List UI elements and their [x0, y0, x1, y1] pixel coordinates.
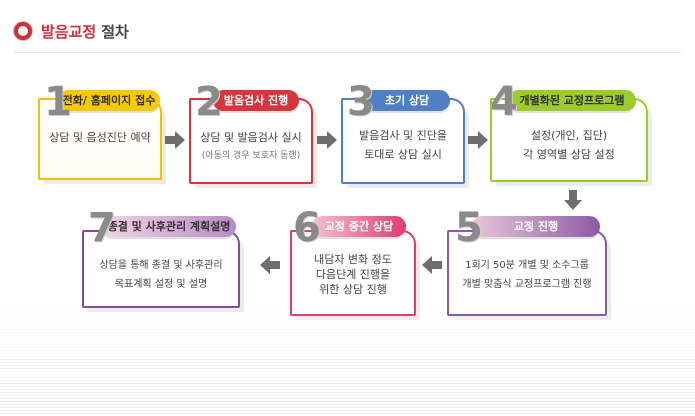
- step-number-3: 3: [347, 79, 375, 125]
- background-stripes: [0, 300, 695, 416]
- step-5-line-2: 개별 맞춤식 교정프로그램 진행: [462, 279, 592, 290]
- step-title-7: 종결 및 사후관리 계획설명: [102, 216, 236, 237]
- step-card-5: 1회기 50분 개별 및 소수그룹 개별 맞춤식 교정프로그램 진행: [447, 230, 611, 320]
- step-6-line-1: 내담자 변화 정도: [314, 253, 392, 266]
- step-5-line-1: 1회기 50분 개별 및 소수그룹: [465, 260, 589, 271]
- step-3-line-2: 토대로 상담 실시: [364, 148, 442, 161]
- step-7-line-1: 상담을 통해 종결 및 사후관리: [99, 260, 223, 271]
- step-title-2: 발음검사 진행: [213, 90, 299, 111]
- step-6-line-3: 위한 상담 진행: [319, 283, 387, 296]
- step-2-line: 상담 및 발음검사 실시: [200, 131, 302, 144]
- step-5-body: 1회기 50분 개별 및 소수그룹 개별 맞춤식 교정프로그램 진행: [449, 256, 605, 294]
- step-4-line-2: 각 영역별 상담 설정: [523, 148, 615, 161]
- step-card-3: 발음검사 및 진단을 토대로 상담 실시: [341, 98, 469, 188]
- step-title-6: 교정 중간 상담: [312, 216, 406, 237]
- arrow-icon: [260, 256, 280, 274]
- ring-bullet-icon: [14, 22, 32, 40]
- step-number-5: 5: [455, 205, 483, 251]
- step-title-1: 전화/ 홈페이지 접수: [58, 90, 160, 111]
- step-3-body: 발음검사 및 진단을 토대로 상담 실시: [343, 126, 463, 164]
- step-card-6: 내담자 변화 정도 다음단계 진행을 위한 상담 진행: [290, 230, 420, 320]
- step-2-sub: (아동의 경우 보호자 동행): [201, 151, 301, 161]
- step-card-2: 상담 및 발음검사 실시 (아동의 경우 보호자 동행): [189, 98, 317, 188]
- step-number-2: 2: [195, 79, 223, 125]
- step-6-body: 내담자 변화 정도 다음단계 진행을 위한 상담 진행: [292, 252, 414, 297]
- step-3-line-1: 발음검사 및 진단을: [359, 129, 447, 142]
- step-7-line-2: 목표계획 설정 및 설명: [114, 279, 208, 290]
- arrow-icon: [564, 190, 582, 210]
- page-title-main: 발음교정: [41, 22, 97, 41]
- step-number-1: 1: [44, 79, 72, 125]
- step-1-body: 상담 및 음성진단 예약: [40, 128, 160, 147]
- arrow-icon: [317, 131, 337, 149]
- step-1-line: 상담 및 음성진단 예약: [49, 131, 151, 144]
- arrow-icon: [468, 131, 488, 149]
- step-7-body: 상담을 통해 종결 및 사후관리 목표계획 설정 및 설명: [84, 256, 238, 294]
- step-number-6: 6: [293, 205, 321, 251]
- step-card-4: 설정(개인, 집단) 각 영역별 상담 설정: [490, 98, 652, 186]
- step-4-body: 설정(개인, 집단) 각 영역별 상담 설정: [492, 126, 646, 164]
- step-4-line-1: 설정(개인, 집단): [530, 129, 608, 142]
- step-number-4: 4: [490, 79, 518, 125]
- arrow-icon: [422, 256, 442, 274]
- step-title-3: 초기 상담: [364, 90, 450, 111]
- page-header: 발음교정 절차: [14, 20, 129, 42]
- step-6-line-2: 다음단계 진행을: [315, 268, 391, 281]
- header-divider: [14, 52, 681, 53]
- arrow-icon: [165, 131, 185, 149]
- page-title-rest: 절차: [101, 22, 129, 41]
- step-card-1: 상담 및 음성진단 예약: [38, 98, 166, 184]
- step-title-5: 교정 진행: [472, 216, 600, 237]
- step-2-body: 상담 및 발음검사 실시 (아동의 경우 보호자 동행): [191, 128, 311, 166]
- step-number-7: 7: [88, 205, 116, 251]
- step-title-4: 개별화된 교정프로그램: [508, 90, 636, 111]
- step-card-7: 상담을 통해 종결 및 사후관리 목표계획 설정 및 설명: [82, 230, 244, 312]
